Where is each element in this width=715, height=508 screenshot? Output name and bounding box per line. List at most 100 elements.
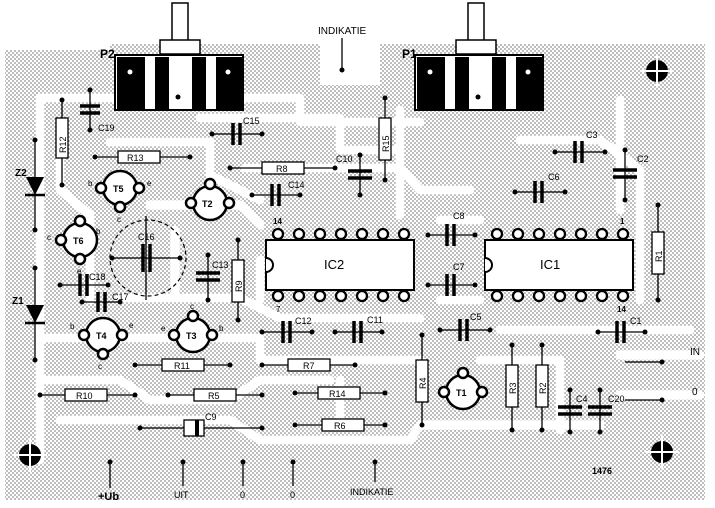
mounting-hole bbox=[645, 435, 679, 469]
resistor-label: R6 bbox=[334, 421, 346, 431]
zener-label: Z2 bbox=[15, 168, 27, 179]
capacitor-c9: C9 bbox=[137, 412, 265, 437]
capacitor-c12: C12 bbox=[259, 316, 315, 343]
pin-c: c bbox=[47, 233, 51, 242]
pin-e: e bbox=[161, 324, 166, 333]
pot-label: P1 bbox=[402, 47, 417, 61]
resistor-label: R11 bbox=[174, 361, 190, 371]
resistor-label: R3 bbox=[508, 382, 518, 394]
terminal-ub: +Ub bbox=[98, 459, 119, 503]
terminal-label: IN bbox=[690, 347, 700, 358]
resistor-label: R13 bbox=[127, 153, 144, 163]
terminal-zero-b: 0 bbox=[290, 459, 296, 500]
capacitor-c6: C6 bbox=[512, 172, 568, 203]
terminal-label: 0 bbox=[692, 387, 698, 398]
resistor-label: R2 bbox=[538, 382, 548, 394]
resistor-label: R14 bbox=[329, 389, 346, 399]
capacitor-label: C19 bbox=[98, 123, 115, 133]
transistor-t4: T4 b e c bbox=[70, 316, 134, 371]
terminal-label: UIT bbox=[174, 490, 189, 500]
ic1: IC1 1 14 bbox=[484, 217, 634, 314]
capacitor-label: C16 bbox=[138, 232, 155, 242]
capacitor-label: C9 bbox=[205, 412, 217, 422]
terminal-label: INDIKATIE bbox=[350, 487, 393, 497]
pin-b: b bbox=[219, 324, 224, 333]
resistor-label: R9 bbox=[234, 280, 244, 292]
pin-c: c bbox=[98, 362, 102, 371]
zener-label: Z1 bbox=[12, 296, 24, 307]
capacitor-label: C12 bbox=[295, 316, 312, 326]
ic-pin-marker: 7 bbox=[276, 305, 281, 314]
transistor-label: T4 bbox=[96, 331, 107, 341]
capacitor-label: C7 bbox=[453, 262, 465, 272]
resistor-r10: R10 bbox=[37, 388, 138, 402]
capacitor-c20: C20 bbox=[588, 387, 625, 435]
capacitor-c17: C17 bbox=[79, 292, 129, 312]
capacitor-label: C4 bbox=[576, 394, 588, 404]
capacitor-c8: C8 bbox=[425, 211, 478, 246]
resistor-label: R4 bbox=[418, 377, 428, 389]
transistor-t1: T1 bbox=[437, 366, 489, 411]
capacitor-label: C14 bbox=[288, 180, 305, 190]
ic-pins-top bbox=[271, 227, 411, 241]
terminal-zero-right: 0 bbox=[625, 387, 698, 403]
pin-c: c bbox=[190, 302, 194, 311]
capacitor-c15: C15 bbox=[209, 116, 265, 145]
board-number: 1476 bbox=[592, 466, 612, 476]
transistor-t6: T6 b c e bbox=[47, 214, 101, 276]
resistor-label: R5 bbox=[208, 391, 220, 401]
ic-pins-bottom bbox=[490, 289, 630, 303]
indikatie-top-pad bbox=[339, 67, 345, 73]
resistor-r12: R12 bbox=[55, 97, 69, 188]
pin-e: e bbox=[147, 179, 152, 188]
ic2: IC2 14 7 bbox=[265, 217, 415, 314]
capacitor-label: C6 bbox=[548, 172, 560, 182]
capacitor-label: C17 bbox=[112, 292, 129, 302]
zener-z1: Z1 bbox=[12, 265, 45, 363]
transistor-label: T6 bbox=[73, 236, 84, 246]
capacitor-c18: C18 bbox=[57, 272, 111, 296]
capacitor-label: C3 bbox=[586, 130, 598, 140]
resistor-label: R10 bbox=[76, 391, 93, 401]
pot-label: P2 bbox=[100, 47, 115, 61]
resistor-label: R8 bbox=[276, 164, 288, 174]
capacitor-label: C20 bbox=[608, 394, 625, 404]
terminal-label: 0 bbox=[290, 490, 295, 500]
transistor-label: T3 bbox=[186, 331, 197, 341]
resistor-label: R1 bbox=[654, 250, 664, 262]
capacitor-c5: C5 bbox=[437, 312, 493, 341]
capacitor-label: C2 bbox=[637, 154, 649, 164]
pin-b: b bbox=[70, 322, 75, 331]
resistor-r9: R9 bbox=[231, 237, 245, 323]
capacitor-label: C11 bbox=[367, 315, 383, 325]
resistor-r6: R6 bbox=[292, 418, 388, 432]
ic-label: IC1 bbox=[540, 257, 560, 272]
resistor-r2: R2 bbox=[535, 342, 549, 433]
resistor-r4: R4 bbox=[415, 332, 429, 428]
mounting-hole bbox=[13, 438, 47, 472]
resistor-label: R15 bbox=[381, 135, 391, 152]
transistor-t3: T3 c e b bbox=[161, 302, 224, 354]
pin-b: b bbox=[88, 179, 93, 188]
resistor-r1: R1 bbox=[651, 202, 665, 303]
mounting-hole bbox=[640, 54, 674, 88]
resistor-label: R7 bbox=[303, 361, 315, 371]
terminal-zero-a: 0 bbox=[240, 459, 246, 500]
capacitor-c13: C13 bbox=[196, 252, 229, 303]
pin-e: e bbox=[129, 321, 134, 330]
capacitor-c7: C7 bbox=[425, 262, 478, 296]
ic-pin-marker: 1 bbox=[620, 217, 625, 226]
capacitor-c2: C2 bbox=[613, 147, 649, 203]
transistor-t5: T5 b e c bbox=[88, 169, 152, 224]
capacitor-c11: C11 bbox=[332, 315, 385, 343]
transistor-t2: T2 bbox=[184, 177, 236, 222]
resistor-r13: R13 bbox=[92, 150, 193, 164]
resistor-r3: R3 bbox=[505, 342, 519, 433]
pin-c: c bbox=[117, 215, 121, 224]
resistor-r7: R7 bbox=[259, 358, 358, 372]
pin-e: e bbox=[77, 267, 82, 276]
resistor-r11: R11 bbox=[132, 358, 233, 372]
ic-pin-marker: 14 bbox=[273, 217, 282, 226]
terminal-indikatie-bottom: INDIKATIE bbox=[350, 459, 393, 497]
ic-pin-marker: 14 bbox=[617, 305, 626, 314]
